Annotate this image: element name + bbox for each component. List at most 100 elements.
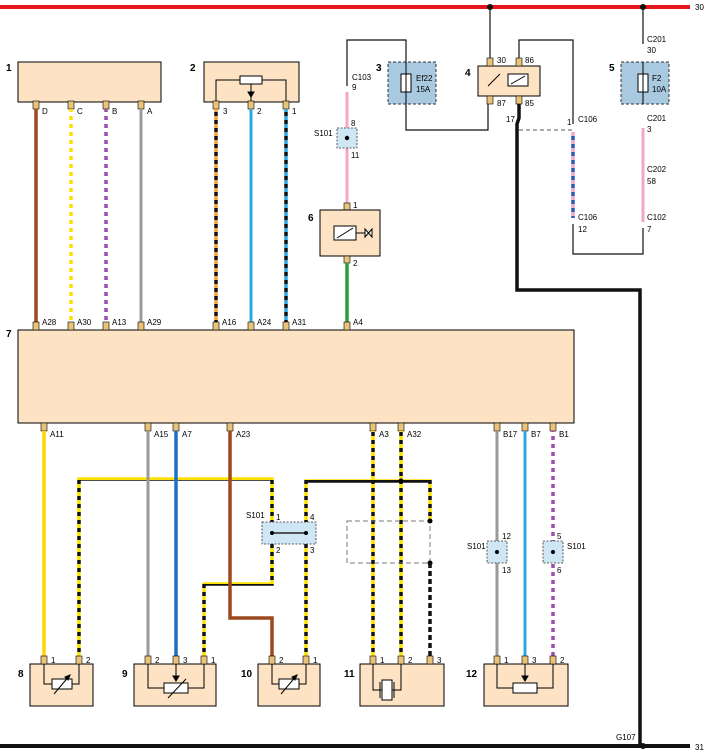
component-3-number: 3 (376, 63, 382, 74)
ecu-pin-a13: A13 (112, 318, 127, 327)
wire-relay-85-to-ground (515, 104, 642, 746)
c102-pin: 7 (647, 225, 652, 234)
comp11-pin-3: 3 (437, 656, 442, 665)
ecu-pin-b7: B7 (531, 430, 541, 439)
comp11-pin-1: 1 (380, 656, 385, 665)
s101-b-pin-13: 13 (502, 566, 511, 575)
comp2-pin-1: 1 (292, 107, 297, 116)
knock-sensor-icon (372, 664, 402, 701)
ecu-pin-a15: A15 (154, 430, 169, 439)
ground-junction (640, 743, 646, 749)
ecu-pin-a11: A11 (50, 430, 64, 439)
wire-brown-a23 (228, 431, 274, 656)
comp6-pin-1-terminal (343, 202, 351, 211)
comp2-pin-3: 3 (223, 107, 228, 116)
bus-30-label: 30 (695, 3, 704, 12)
s101-b-label: S101 (467, 542, 486, 551)
s101-mid-pin-3: 3 (310, 546, 315, 555)
position-sensor-icon (496, 664, 554, 694)
comp8-pin-2: 2 (86, 656, 91, 665)
c106-bot-pin: 12 (578, 225, 587, 234)
bus-junction-relay (487, 4, 493, 10)
solenoid-valve-icon (333, 225, 373, 241)
component-10-number: 10 (241, 669, 253, 680)
s101-a-label: S101 (314, 129, 333, 138)
c103-pin: 9 (352, 83, 357, 92)
comp6-pin-2: 2 (353, 259, 358, 268)
s101-mid-pin-4: 4 (310, 513, 315, 522)
fuse-f2-name: F2 (652, 74, 662, 83)
bus-junction-f2 (640, 4, 646, 10)
component-11-number: 11 (344, 669, 355, 680)
splice-s101-b-dot (495, 550, 499, 554)
s101-mid-label: S101 (246, 511, 265, 520)
component-12-number: 12 (466, 669, 478, 680)
comp9-pin-3: 3 (183, 656, 188, 665)
c202-label: C202 (647, 165, 667, 174)
c201-bot-pin: 3 (647, 125, 652, 134)
relay-pin-87: 87 (497, 99, 506, 108)
component-5-number: 5 (609, 63, 615, 74)
comp9-pin-2: 2 (155, 656, 160, 665)
comp6-pin-1: 1 (353, 201, 358, 210)
wire-yellow-black-c9 (202, 544, 274, 656)
comp8-pins (40, 655, 83, 665)
bus-31-label: 31 (695, 743, 704, 752)
fuse-f2-rating: 10A (652, 85, 667, 94)
s101-b-pin-12: 12 (502, 532, 511, 541)
ecu-pin-a24: A24 (257, 318, 272, 327)
wire-relay-86 (518, 39, 574, 124)
ecu-pin-a29: A29 (147, 318, 162, 327)
relay-pin-86: 86 (525, 56, 534, 65)
comp6-pin-2-terminal (343, 255, 351, 264)
ecu-pin-a16: A16 (222, 318, 237, 327)
potentiometer-icon (215, 75, 287, 101)
splice-s101-mid-dot-l (270, 531, 274, 535)
fuse-ef22-box (387, 61, 437, 105)
s101-c-label: S101 (567, 542, 586, 551)
comp1-pin-c: C (77, 107, 83, 116)
c102-label: C102 (647, 213, 667, 222)
comp1-pin-d: D (42, 107, 48, 116)
comp11-pin-2: 2 (408, 656, 413, 665)
relay-pins (486, 57, 523, 105)
fuse-ef22-name: Ef22 (416, 74, 433, 83)
ecu-pin-a4: A4 (353, 318, 363, 327)
comp12-pin-1: 1 (504, 656, 509, 665)
relay-pin-85: 85 (525, 99, 534, 108)
c103-label: C103 (352, 73, 372, 82)
ecu-top-pins (32, 321, 351, 331)
potentiometer-sensor-icon (147, 664, 205, 699)
relay-pin-30: 30 (497, 56, 506, 65)
ecu-pin-b17: B17 (503, 430, 518, 439)
component-7-number: 7 (6, 329, 12, 340)
s101-c-pin-6: 6 (557, 566, 562, 575)
ecu-pin-a7: A7 (182, 430, 192, 439)
junction-shield-top (427, 518, 433, 524)
component-1-box (17, 61, 162, 103)
wire-c106-to-c102 (572, 224, 644, 255)
comp8-pin-1: 1 (51, 656, 56, 665)
s101-mid-pin-2: 2 (276, 546, 281, 555)
ecu-pin-a23: A23 (236, 430, 251, 439)
c202-pin: 58 (647, 177, 656, 186)
component-9-number: 9 (122, 669, 128, 680)
variable-resistor-icon (43, 664, 80, 695)
component-2-number: 2 (190, 63, 196, 74)
c201-bot-label: C201 (647, 114, 667, 123)
ecu-pin-a3: A3 (379, 430, 389, 439)
comp10-pin-1: 1 (313, 656, 318, 665)
c201-top-pin: 30 (647, 46, 656, 55)
ground-label: G107 (616, 733, 636, 742)
ecu-pin-b1: B1 (559, 430, 569, 439)
ecu-pin-a30: A30 (77, 318, 92, 327)
splice-s101-mid-dot-r (304, 531, 308, 535)
c106-bot-label: C106 (578, 213, 598, 222)
component-4-number: 4 (465, 68, 471, 79)
comp10-pin-2: 2 (279, 656, 284, 665)
splice-s101-c-dot (551, 550, 555, 554)
shield-box (346, 520, 431, 564)
ecu-bottom-pins (40, 422, 557, 432)
fuse-ef22-rating: 15A (416, 85, 431, 94)
